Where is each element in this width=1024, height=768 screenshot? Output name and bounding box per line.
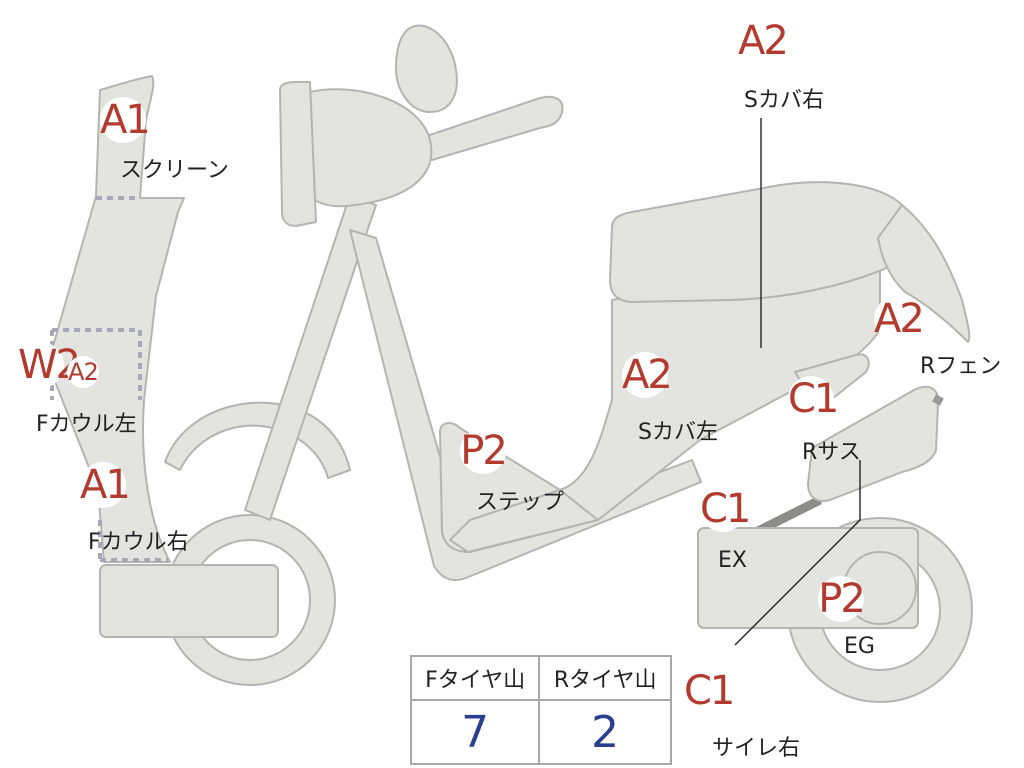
label-screen: スクリーン <box>120 158 229 183</box>
badge-rear-suspension: C1 <box>788 376 839 422</box>
badge-screen: A1 <box>100 97 151 143</box>
label-scover-right: Sカバ右 <box>744 88 824 113</box>
badge-step: P2 <box>460 428 508 474</box>
tire-tread-table: Fタイヤ山 Rタイヤ山 7 2 <box>409 655 672 765</box>
leader-rsus-2 <box>734 519 861 646</box>
muffler <box>807 385 940 502</box>
label-exhaust: EX <box>718 548 747 573</box>
label-rear-suspension: Rサス <box>802 440 861 465</box>
front-tire-value: 7 <box>409 699 541 765</box>
badge-fcowl-right: A1 <box>80 462 131 508</box>
badge-scover-left: A2 <box>622 352 673 398</box>
handle-cover <box>299 88 433 208</box>
front-tire-header: Fタイヤ山 <box>409 655 541 701</box>
badge-engine: P2 <box>818 576 866 622</box>
rear-fender <box>877 204 971 343</box>
badge-fcowl-left-sub: A2 <box>67 356 99 388</box>
rear-tire-value: 2 <box>538 699 672 765</box>
handlebar <box>399 95 564 161</box>
front-footrest <box>99 564 279 638</box>
badge-muffler-right: C1 <box>684 668 735 714</box>
label-engine: EG <box>844 634 875 659</box>
label-fcowl-right: Fカウル右 <box>88 530 189 555</box>
step-panel <box>449 489 599 553</box>
badge-fcowl-left: W2 <box>18 342 81 388</box>
rear-tire-header: Rタイヤ山 <box>538 655 672 701</box>
muffler-tip <box>932 394 944 406</box>
label-muffler-right: サイレ右 <box>712 736 801 761</box>
label-step: ステップ <box>476 490 565 515</box>
front-fender <box>164 401 351 479</box>
badge-exhaust: C1 <box>700 486 751 532</box>
headlight <box>395 24 458 113</box>
label-scover-left: Sカバ左 <box>638 420 718 445</box>
label-rear-fender: Rフェン <box>920 354 1002 379</box>
badge-rear-fender: A2 <box>874 296 925 342</box>
front-cowl <box>47 75 185 563</box>
badge-scover-right: A2 <box>738 18 789 64</box>
label-fcowl-left: Fカウル左 <box>36 412 137 437</box>
grip <box>279 81 317 227</box>
